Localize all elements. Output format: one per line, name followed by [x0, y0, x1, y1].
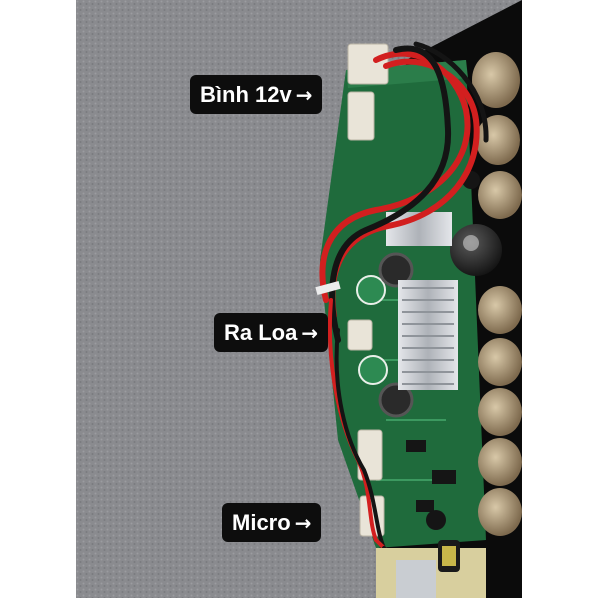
cable-tie	[315, 281, 341, 295]
wiring	[319, 41, 489, 598]
callout-label: Micro	[232, 510, 291, 535]
potentiometer-column	[472, 52, 522, 536]
inductor-coil-2	[378, 382, 414, 418]
heatsink	[398, 280, 458, 390]
power-module	[376, 540, 486, 598]
callout-battery-12v: Bình 12v→	[190, 75, 323, 114]
right-arrow-icon: →	[295, 83, 313, 107]
inductor-coil-1	[378, 252, 414, 288]
callout-label: Ra Loa	[224, 320, 298, 345]
right-arrow-icon: →	[294, 511, 312, 535]
right-arrow-icon: →	[301, 321, 319, 345]
large-capacitor	[450, 224, 502, 276]
callout-speaker-out: Ra Loa→	[214, 313, 329, 352]
callout-label: Bình 12v	[200, 82, 292, 107]
callout-micro: Micro→	[222, 503, 322, 542]
